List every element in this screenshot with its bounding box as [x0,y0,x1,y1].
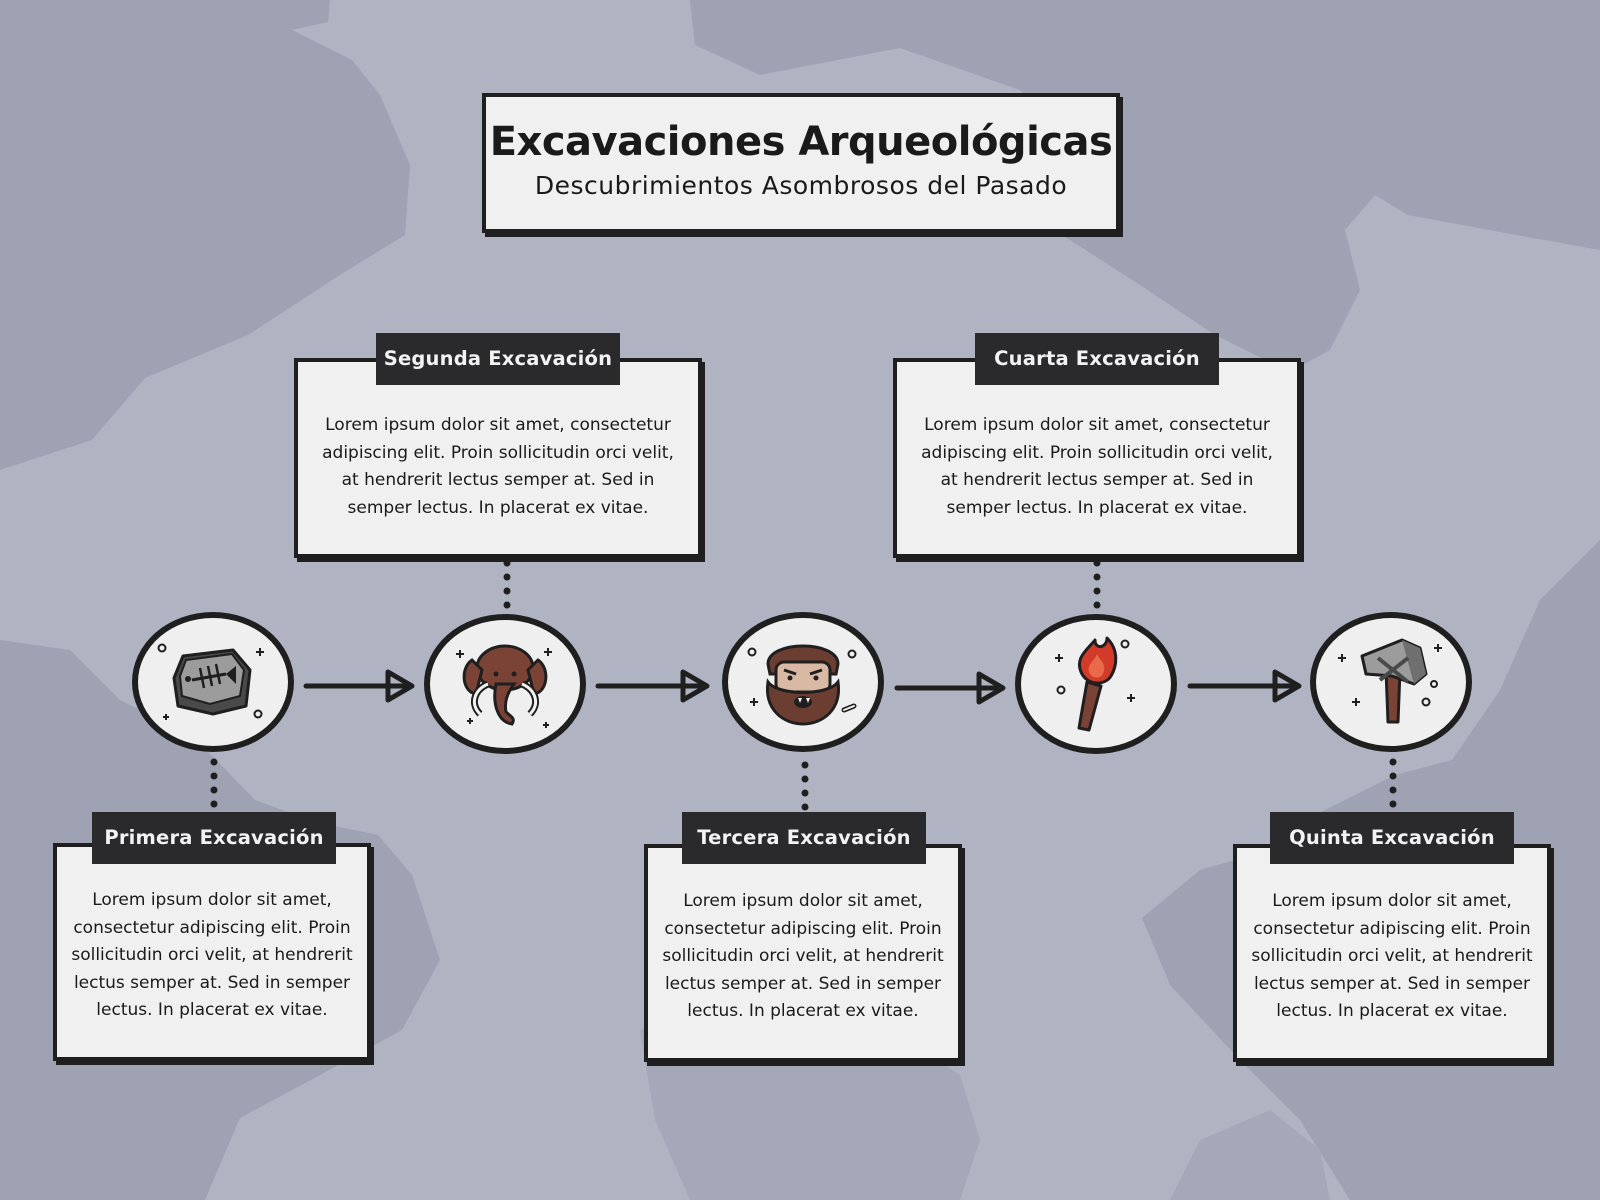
stage-card-5: Lorem ipsum dolor sit amet, consectetur … [1233,844,1551,1062]
stage-5-description: Lorem ipsum dolor sit amet, consectetur … [1251,891,1533,1021]
stage-card-4: Lorem ipsum dolor sit amet, consectetur … [893,358,1301,558]
stage-5-node [1310,612,1472,752]
stage-4-description: Lorem ipsum dolor sit amet, consectetur … [921,415,1273,518]
torch-icon [1055,636,1135,732]
page-subtitle: Descubrimientos Asombrosos del Pasado [534,171,1068,200]
page-title: Excavaciones Arqueológicas [489,119,1113,165]
stage-2-label: Segunda Excavación [376,333,620,385]
title-box: Excavaciones Arqueológicas Descubrimient… [482,93,1120,233]
stage-4-label: Cuarta Excavación [975,333,1219,385]
stage-3-node [722,612,884,752]
stage-1-label: Primera Excavación [92,812,336,864]
stage-3-description: Lorem ipsum dolor sit amet, consectetur … [662,891,944,1021]
stage-5-label: Quinta Excavación [1270,812,1514,864]
stage-1-node [132,612,294,752]
stage-card-2: Lorem ipsum dolor sit amet, consectetur … [294,358,702,558]
stage-3-label: Tercera Excavación [682,812,926,864]
stage-2-node [424,614,586,754]
fossil-fish-icon [157,643,264,720]
stage-2-description: Lorem ipsum dolor sit amet, consectetur … [322,415,674,518]
caveman-icon [747,644,857,726]
mammoth-icon [456,644,552,728]
stage-card-3: Lorem ipsum dolor sit amet, consectetur … [644,844,962,1062]
stage-4-node [1015,614,1177,754]
stage-card-1: Lorem ipsum dolor sit amet, consectetur … [53,843,371,1061]
stage-1-description: Lorem ipsum dolor sit amet, consectetur … [71,890,353,1020]
stone-axe-icon [1338,638,1442,724]
